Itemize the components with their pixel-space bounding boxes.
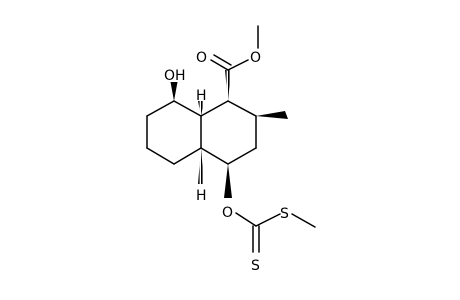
label-hydroxyl: OH	[164, 68, 186, 84]
bond-ringA-4	[146, 147, 175, 165]
wedge-bond-oh	[170, 82, 178, 101]
bond-ester-o	[227, 59, 249, 71]
wedge-bond-methyl	[256, 111, 288, 119]
label-xanthate-o: O	[222, 205, 233, 221]
hash-bond-h-top	[198, 101, 204, 116]
bond-carbonyl-b	[213, 54, 232, 66]
bond-ringB-4	[227, 147, 257, 165]
label-h-top: H	[196, 88, 207, 104]
label-thioester-s: S	[280, 206, 289, 222]
bond-ringB-1	[200, 100, 229, 117]
wedge-bond-xanthate	[224, 164, 232, 198]
bond-ringB-2	[227, 100, 257, 117]
bond-carbonyl-a	[210, 59, 229, 71]
label-carbonyl-o: O	[196, 50, 207, 66]
bond-ringA-2	[146, 100, 175, 117]
bond-s-methyl	[291, 213, 316, 228]
label-ester-o: O	[250, 50, 261, 66]
bond-ringA-1	[173, 100, 202, 117]
hash-bond-ester	[225, 70, 231, 101]
label-thione-s: S	[251, 258, 260, 274]
bond-c-s	[255, 213, 281, 227]
bond-ringB-5	[200, 147, 229, 165]
hash-bond-h-bottom	[198, 148, 204, 184]
label-h-bottom: H	[196, 188, 207, 204]
bond-o-c	[235, 212, 257, 227]
bond-ringA-5	[173, 147, 202, 165]
